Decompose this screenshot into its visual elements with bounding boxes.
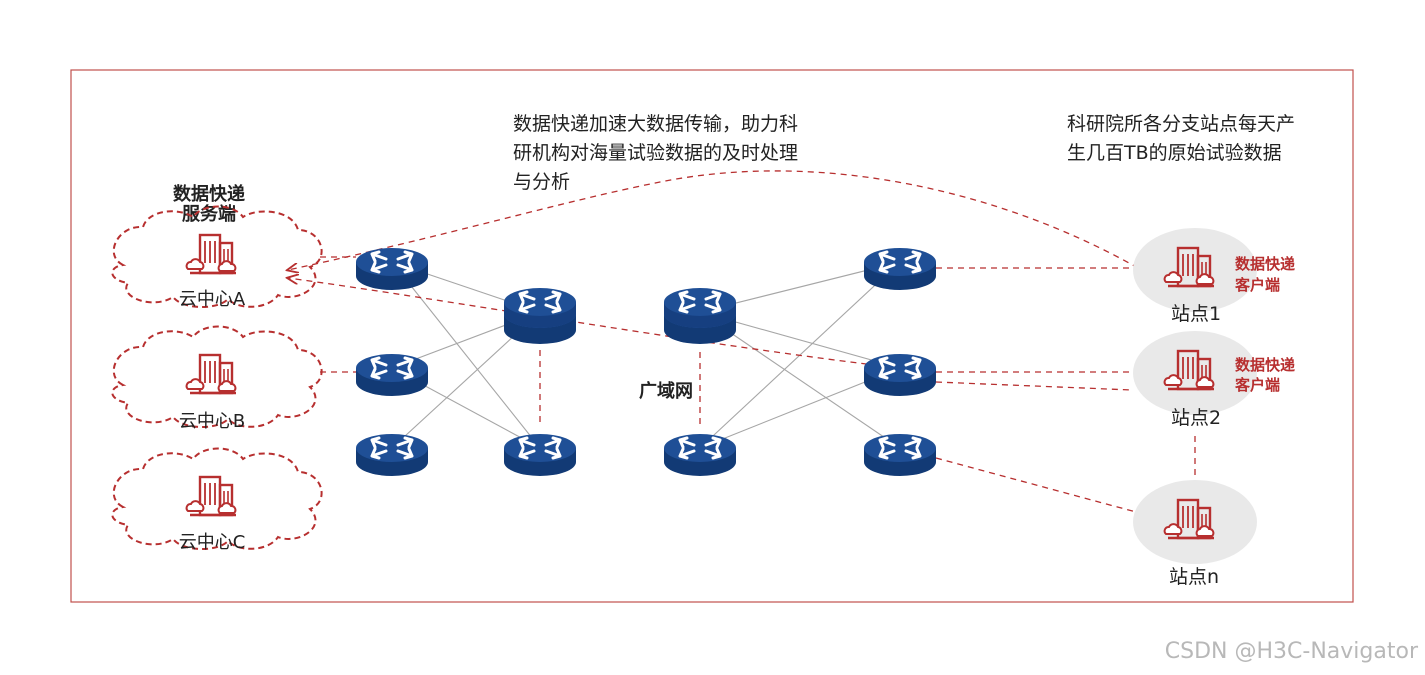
annotation-line-1: 数据快递加速大数据传输，助力科 [513, 113, 798, 135]
client-label-line-2: 客户端 [1234, 276, 1280, 294]
site-2: 数据快递 客户端 站点2 [1133, 331, 1295, 429]
cloud-center-b: 云中心B [111, 325, 323, 432]
cloud-label: 云中心B [179, 411, 245, 432]
router-left-3 [356, 434, 428, 476]
router-right-3 [864, 434, 936, 476]
switch-core-right [664, 288, 736, 344]
client-label-line-2: 客户端 [1234, 376, 1280, 394]
site-n: 站点n [1133, 480, 1257, 588]
site-background [1133, 228, 1257, 312]
annotation-top-right: 科研院所各分支站点每天产 生几百TB的原始试验数据 [1067, 113, 1295, 164]
server-label: 数据快递 服务端 [173, 183, 245, 225]
router-icon [356, 248, 428, 290]
router-icon [864, 434, 936, 476]
cloud-label: 云中心A [179, 289, 246, 310]
cloud-center-a: 云中心A [111, 205, 323, 310]
router-icon [356, 434, 428, 476]
router-right-1 [864, 248, 936, 290]
diagram-frame [70, 69, 1354, 603]
cloud-label: 云中心C [179, 532, 246, 553]
client-label-line-1: 数据快递 [1235, 255, 1295, 273]
site-label: 站点1 [1171, 303, 1221, 325]
site-background [1133, 480, 1257, 564]
server-label-line-1: 数据快递 [173, 183, 245, 205]
annotation-line-2: 研机构对海量试验数据的及时处理 [513, 142, 798, 164]
router-left-2 [356, 354, 428, 396]
annotation-line-3: 与分析 [513, 171, 570, 193]
site-1: 数据快递 客户端 站点1 [1133, 228, 1295, 325]
annotation-right-line-2: 生几百TB的原始试验数据 [1067, 142, 1282, 164]
router-left-1 [356, 248, 428, 290]
router-icon [864, 248, 936, 290]
router-core-left-bottom [504, 434, 576, 476]
router-right-2 [864, 354, 936, 396]
annotation-top-left: 数据快递加速大数据传输，助力科 研机构对海量试验数据的及时处理 与分析 [513, 113, 798, 193]
wan-label: 广域网 [639, 380, 693, 402]
router-core-right-bottom [664, 434, 736, 476]
server-label-line-2: 服务端 [182, 203, 236, 225]
cloud-center-c: 云中心C [111, 447, 323, 553]
link-lines [391, 261, 901, 449]
switch-core-left [504, 288, 576, 344]
building-cloud-icon [185, 233, 238, 275]
building-cloud-icon [185, 475, 238, 517]
stacked-switch-icon [504, 288, 576, 344]
router-icon [356, 354, 428, 396]
site-label: 站点n [1169, 566, 1219, 588]
client-label-line-1: 数据快递 [1235, 356, 1295, 374]
router-icon [864, 354, 936, 396]
data-flow-lines [288, 170, 1196, 513]
annotation-right-line-1: 科研院所各分支站点每天产 [1067, 113, 1295, 135]
site-background [1133, 331, 1257, 415]
watermark: CSDN @H3C-Navigator [1165, 639, 1419, 664]
router-icon [664, 434, 736, 476]
router-icon [504, 434, 576, 476]
site-label: 站点2 [1171, 407, 1221, 429]
building-cloud-icon [185, 353, 238, 395]
stacked-switch-icon [664, 288, 736, 344]
